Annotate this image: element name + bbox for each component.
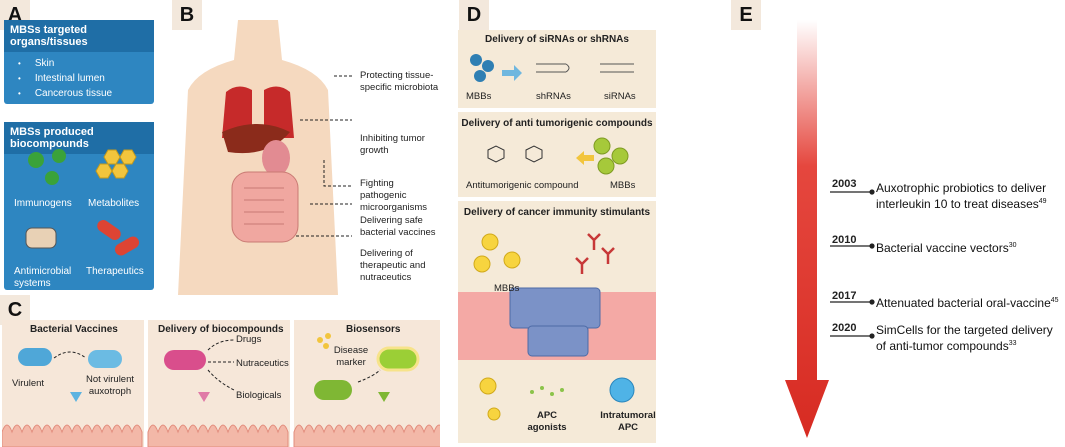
organ-item: Skin [18, 56, 154, 71]
timeline-year: 2017 [832, 290, 857, 302]
apc-agonists-label: APC agonists [527, 410, 567, 433]
virulent-label: Virulent [12, 378, 45, 389]
timeline-event: SimCells for the targeted delivery of an… [876, 323, 1053, 353]
biologicals-label: Biologicals [236, 390, 282, 401]
antitumor-compound-icon [487, 145, 543, 163]
mbbs-label-middle: MBBs [610, 180, 636, 191]
targeted-organs-title: MBSs targeted organs/tissues [4, 20, 154, 52]
sensor-bacterium-icon [314, 380, 352, 400]
sensor-bacterium-lit-icon [376, 346, 420, 372]
panel-c-illustrations [2, 333, 440, 447]
antibody-icon [575, 233, 615, 274]
mbbs-label-top: MBBs [466, 91, 492, 102]
timeline-ticks [830, 189, 875, 339]
organ-item: Cancerous tissue [18, 86, 154, 101]
villi [2, 424, 440, 447]
down-arrow-icon [198, 392, 210, 402]
antimicrobial-icon [25, 227, 57, 249]
intestines [231, 171, 299, 243]
down-arrow-icon [70, 392, 82, 402]
antitumor-compound-label: Antitumorigenic compound [466, 180, 579, 191]
disease-marker-icon [317, 333, 331, 349]
mbb-yellow-icon [487, 407, 501, 421]
stomach [262, 140, 290, 176]
shrna-icon [536, 63, 570, 73]
timeline-event: Auxotrophic probiotics to deliver interl… [876, 181, 1047, 211]
metabolite-icon [95, 149, 137, 179]
shrnas-label: shRNAs [536, 91, 571, 102]
down-arrow-icon [378, 392, 390, 402]
apc-agonist-dots [530, 386, 564, 396]
label-fighting-pathogens: Fighting pathogenic microorganisms [360, 178, 428, 213]
label-safe-vaccines: Delivering safe bacterial vaccines [360, 215, 436, 238]
antimicrobial-label: Antimicrobial systems [14, 266, 72, 289]
intratumoral-apc-label: Intratumoral APC [600, 410, 656, 433]
organ-item: Lungs [18, 101, 154, 116]
label-therapeutic-nutraceutics: Delivering of therapeutic and nutraceuti… [360, 248, 426, 283]
timeline-year: 2010 [832, 234, 857, 246]
mbb-yellow-icon [473, 233, 521, 273]
apc-icon [609, 377, 635, 403]
delivery-biocompounds-title: Delivery of biocompounds [158, 324, 284, 335]
panel-label-d: D [459, 0, 489, 30]
timeline-arrow [785, 20, 829, 438]
biocompounds-title: MBSs produced biocompounds [4, 122, 154, 154]
timeline-year: 2003 [832, 178, 857, 190]
mbbs-label-bottom: MBBs [494, 283, 520, 294]
sirnas-label: siRNAs [604, 91, 636, 102]
carrier-bacterium-icon [164, 350, 206, 370]
panel-label-e: E [731, 0, 761, 30]
label-protecting-microbiota: Protecting tissue-specific microbiota [360, 70, 439, 93]
biosensors-title: Biosensors [346, 324, 401, 335]
human-torso-illustration [178, 20, 338, 295]
panel-label-b: B [172, 0, 202, 30]
mbb-yellow-icon [479, 377, 497, 395]
left-arrow-icon [576, 151, 594, 165]
immunogen-icon [28, 149, 66, 185]
timeline-year: 2020 [832, 322, 857, 334]
biocompound-icons [25, 149, 140, 256]
bacterial-vaccines-title: Bacterial Vaccines [30, 324, 118, 335]
timeline-event: Bacterial vaccine vectors30 [876, 241, 1017, 255]
panel-d-illustrations [458, 54, 656, 421]
organ-list: Skin Intestinal lumen Cancerous tissue L… [4, 56, 154, 116]
not-virulent-label: Not virulent auxotroph [85, 374, 135, 397]
sirna-delivery-title: Delivery of siRNAs or shRNAs [485, 34, 629, 45]
therapeutics-icon [97, 219, 140, 256]
targeted-organs-box: MBSs targeted organs/tissues Skin Intest… [4, 20, 154, 114]
annotation-leaders [296, 75, 352, 237]
biocompounds-box: MBSs produced biocompounds [4, 122, 154, 290]
organ-item: Intestinal lumen [18, 71, 154, 86]
virulent-bacterium-icon [18, 348, 52, 366]
label-inhibiting-tumor: Inhibiting tumor growth [360, 133, 425, 156]
therapeutics-label: Therapeutics [86, 266, 144, 277]
sirna-icon [600, 63, 634, 73]
timeline-event: Attenuated bacterial oral-vaccine45 [876, 296, 1059, 310]
drugs-label: Drugs [236, 334, 262, 345]
right-arrow-icon [502, 65, 522, 81]
disease-marker-label: Disease marker [333, 345, 369, 368]
immunity-stimulants-title: Delivery of cancer immunity stimulants [463, 207, 651, 218]
immunogens-label: Immunogens [14, 198, 72, 209]
metabolites-label: Metabolites [88, 198, 140, 209]
nutraceutics-label: Nutraceutics [236, 358, 289, 369]
mbb-green-icon [593, 137, 629, 175]
auxotroph-bacterium-icon [88, 350, 122, 368]
antitumor-delivery-title: Delivery of anti tumorigenic compounds [461, 118, 653, 129]
tumor-mass [509, 287, 601, 357]
mbb-icon [470, 54, 494, 82]
